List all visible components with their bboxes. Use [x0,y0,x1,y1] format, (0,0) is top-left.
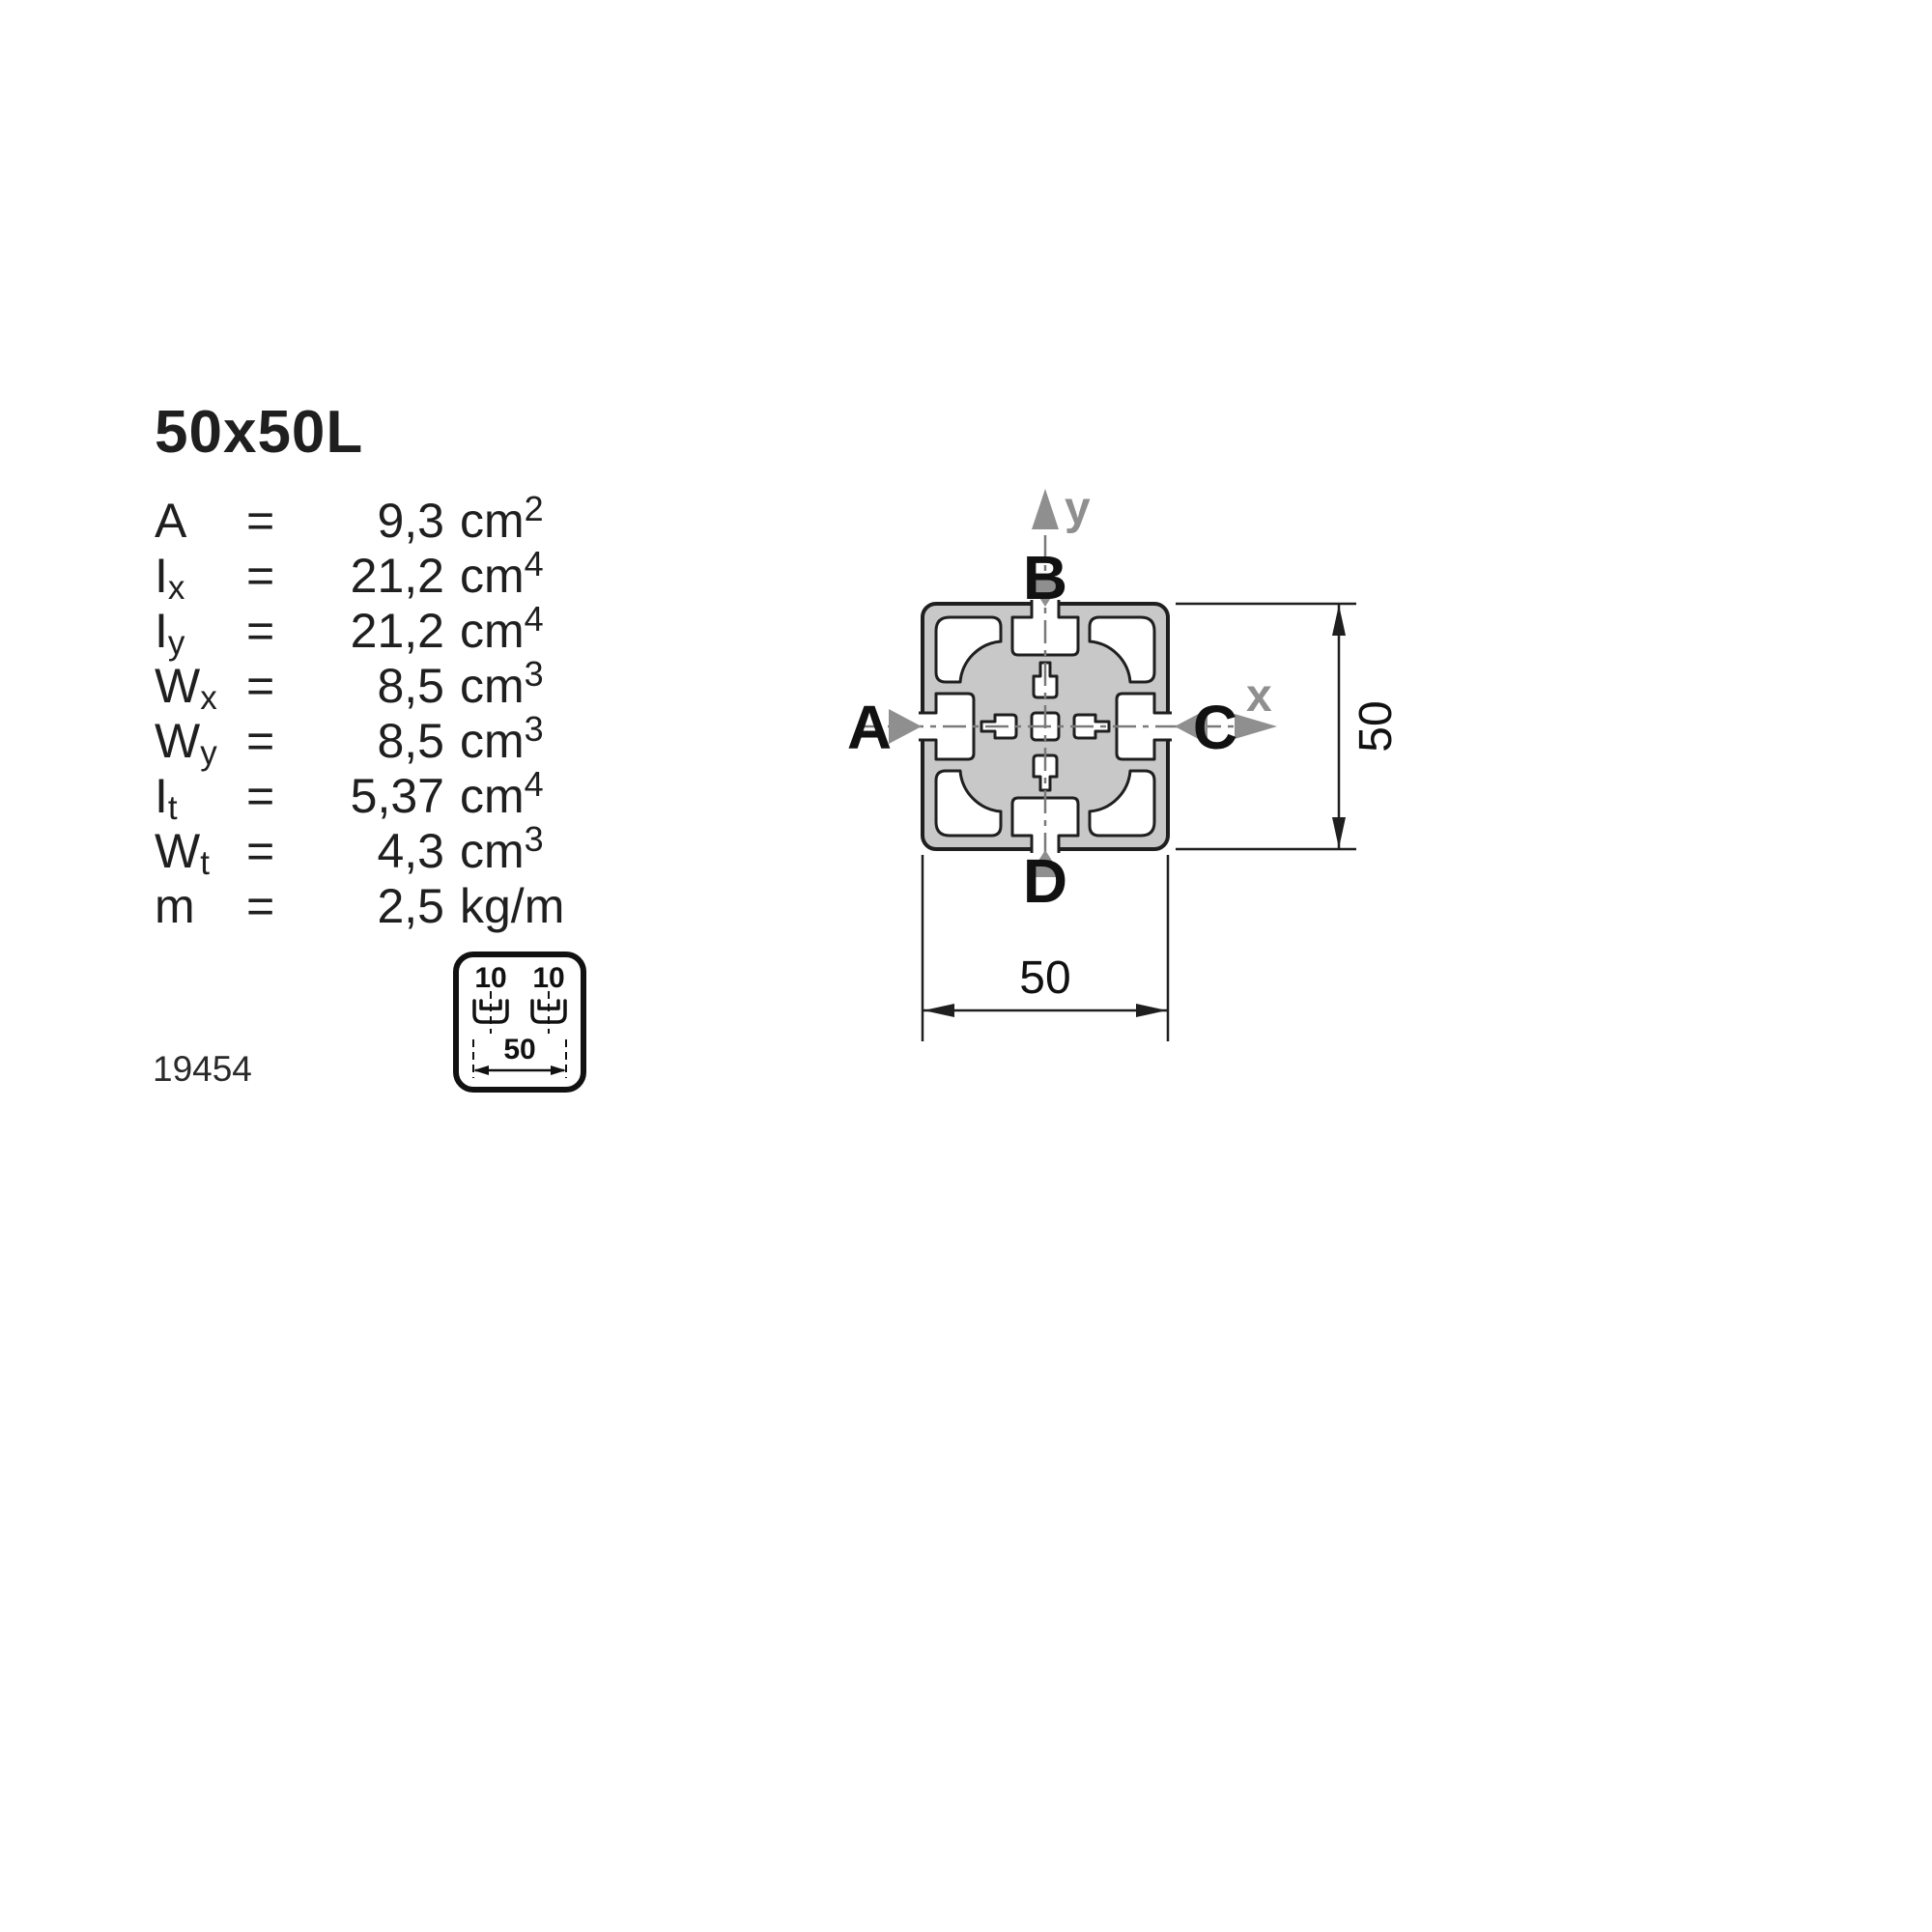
spec-unit: cm3 [460,654,544,714]
side-label-b: B [1023,543,1067,612]
spec-unit: cm4 [460,599,544,659]
profile-cross-section-diagram: y x B D A C 50 50 [847,483,1402,1041]
y-axis-arrow-icon [1032,489,1059,529]
dim-arrow-up-icon [1332,605,1346,636]
spec-symbol: Iy [155,604,185,662]
slot-size-badge: 10 10 50 [453,952,586,1093]
side-arrow-top-icon [1028,580,1063,607]
spec-value: 8,5 [377,714,444,769]
height-dimension: 50 [1176,602,1402,851]
t-slot-glyph-right [530,991,567,1034]
spec-value: 9,3 [377,494,444,549]
spec-symbol: Wx [155,659,217,717]
equals-sign: = [246,659,275,714]
drawing-number: 19454 [153,1049,252,1089]
side-label-a: A [847,693,892,762]
badge-slot-left-label: 10 [474,962,506,994]
profile-title: 50x50L [155,399,364,466]
side-label-c: C [1193,693,1237,762]
dim-arrow-right-icon [1136,1004,1167,1017]
spec-table: A = 9,3 cm2 Ix = 21,2 cm4 Iy = 21,2 cm4 Wx = 8,5 cm3… [155,481,564,933]
side-label-d: D [1023,846,1067,916]
spec-value: 2,5 [377,879,444,934]
equals-sign: = [246,549,275,604]
side-arrow-right-icon [1175,709,1208,744]
spec-symbol: It [155,769,178,827]
dim-arrow-down-icon [1332,817,1346,848]
badge-arrow-right-icon [551,1065,566,1075]
spec-row-wt: Wt = 4,3 cm3 [155,811,564,882]
equals-sign: = [246,879,275,934]
spec-row-ix: Ix = 21,2 cm4 [155,536,564,607]
spec-row-it: It = 5,37 cm4 [155,756,564,827]
spec-unit: cm4 [460,544,544,604]
x-axis-label: x [1246,670,1272,722]
spec-unit: kg/m [460,879,565,934]
spec-unit: cm3 [460,709,544,769]
spec-value: 21,2 [350,604,444,659]
corner-cavities [934,615,1156,838]
spec-row-area: A = 9,3 cm2 [155,481,564,548]
dim-arrow-left-icon [923,1004,954,1017]
equals-sign: = [246,494,275,549]
equals-sign: = [246,824,275,879]
spec-symbol: Wy [155,714,217,772]
x-axis-arrow-icon [1235,714,1277,739]
spec-symbol: Wt [155,824,210,882]
width-dimension-value: 50 [1019,952,1070,1004]
side-arrow-bottom-icon [1028,850,1063,877]
width-dimension: 50 [921,855,1170,1041]
badge-border [453,952,586,1093]
spec-row-wx: Wx = 8,5 cm3 [155,646,564,717]
height-dimension-value: 50 [1350,700,1402,752]
spec-row-iy: Iy = 21,2 cm4 [155,591,564,662]
badge-slot-right-label: 10 [532,962,564,994]
spec-unit: cm3 [460,819,544,879]
spec-value: 21,2 [350,549,444,604]
badge-width-dimension [472,1039,567,1078]
spec-value: 4,3 [377,824,444,879]
t-slot-glyph-left [472,991,509,1034]
badge-arrow-left-icon [473,1065,489,1075]
spec-symbol: A [155,494,187,549]
spec-row-mass: m = 2,5 kg/m [155,867,564,933]
y-axis-label: y [1065,483,1091,534]
spec-unit: cm4 [460,764,544,824]
spec-symbol: m [155,879,195,934]
equals-sign: = [246,714,275,769]
spec-row-wy: Wy = 8,5 cm3 [155,701,564,772]
spec-value: 5,37 [350,769,444,824]
spec-unit: cm2 [460,489,544,549]
badge-width-label: 50 [503,1034,535,1065]
equals-sign: = [246,604,275,659]
equals-sign: = [246,769,275,824]
spec-value: 8,5 [377,659,444,714]
spec-symbol: Ix [155,549,185,607]
side-arrow-left-icon [889,709,922,744]
